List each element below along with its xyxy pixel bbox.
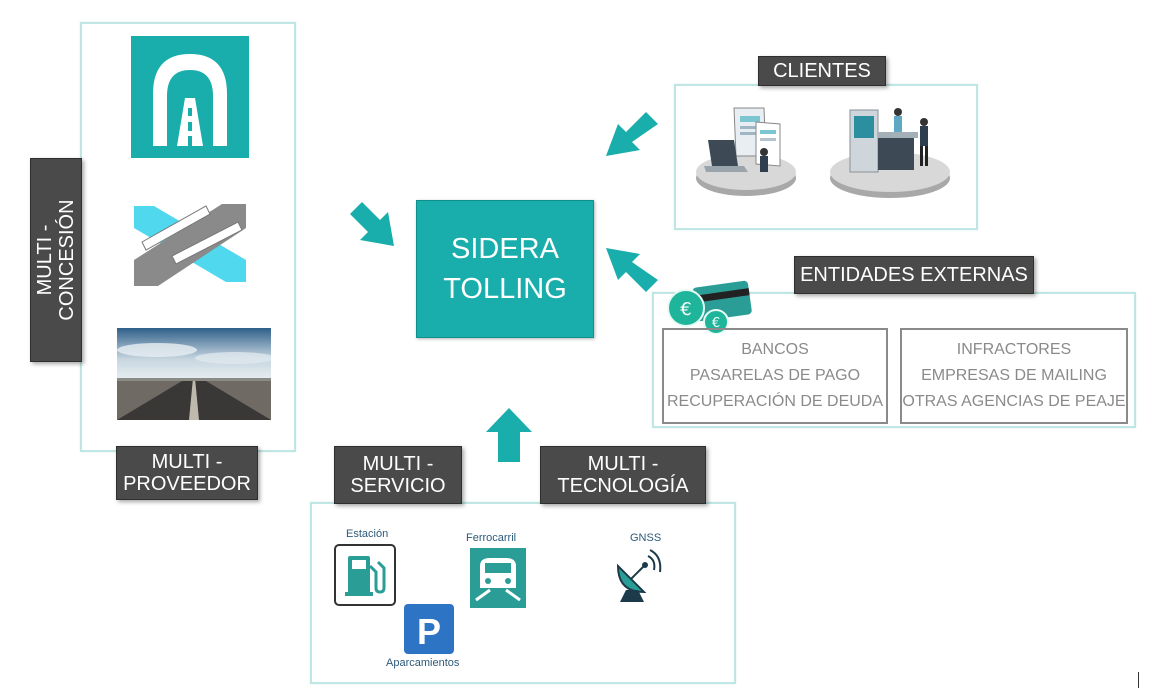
fuel-station-icon bbox=[334, 544, 396, 606]
satellite-dish-icon bbox=[616, 549, 662, 602]
concesion-line1: MULTI - bbox=[34, 224, 56, 296]
road-image bbox=[117, 328, 271, 420]
payment-card-icon: € € bbox=[667, 280, 752, 334]
tecnologia-line2: TECNOLOGÍA bbox=[557, 475, 689, 497]
text-cursor bbox=[1138, 672, 1139, 688]
clientes-label: CLIENTES bbox=[758, 56, 886, 86]
parking-letter: P bbox=[417, 611, 441, 652]
estacion-label: Estación bbox=[346, 528, 389, 540]
concesion-line2: CONCESIÓN bbox=[56, 199, 78, 321]
gnss-label: GNSS bbox=[630, 532, 662, 544]
multi-concesion-label: MULTI - CONCESIÓN bbox=[30, 158, 82, 362]
arrow-from-clientes-icon bbox=[606, 112, 658, 156]
overpass-icon bbox=[134, 204, 246, 286]
arrow-from-entidades-icon bbox=[606, 248, 658, 292]
entidad-item: RECUPERACIÓN DE DEUDA bbox=[666, 393, 884, 410]
entidades-left-box: BANCOS PASARELAS DE PAGO RECUPERACIÓN DE… bbox=[662, 328, 888, 424]
entidades-right-box: INFRACTORES EMPRESAS DE MAILING OTRAS AG… bbox=[900, 328, 1128, 424]
aparcamientos-label: Aparcamientos bbox=[386, 657, 460, 669]
multi-servicio-label: MULTI - SERVICIO bbox=[334, 446, 462, 504]
tunnel-icon bbox=[131, 36, 249, 158]
entidad-item: BANCOS bbox=[741, 341, 809, 358]
entidad-item: INFRACTORES bbox=[956, 341, 1072, 358]
counter-client-icon bbox=[830, 108, 950, 198]
arrow-from-servicios-icon bbox=[486, 408, 532, 462]
sidera-line2: TOLLING bbox=[443, 273, 567, 305]
train-icon bbox=[470, 548, 526, 608]
svg-text:€: € bbox=[680, 299, 691, 320]
entidad-item: PASARELAS DE PAGO bbox=[689, 367, 861, 384]
online-client-icon bbox=[696, 107, 796, 196]
svg-text:€: € bbox=[712, 316, 720, 331]
entidades-label: ENTIDADES EXTERNAS bbox=[794, 256, 1034, 294]
proveedor-line1: MULTI - bbox=[151, 451, 223, 473]
ferrocarril-label: Ferrocarril bbox=[466, 532, 517, 544]
tecnologia-line1: MULTI - bbox=[587, 453, 659, 475]
servicio-line2: SERVICIO bbox=[350, 475, 446, 497]
entidad-item: EMPRESAS DE MAILING bbox=[921, 367, 1107, 384]
parking-icon: P bbox=[404, 604, 454, 654]
entidad-item: OTRAS AGENCIAS DE PEAJE bbox=[902, 393, 1126, 410]
sidera-tolling-box: SIDERA TOLLING bbox=[416, 200, 594, 338]
arrow-from-concesion-icon bbox=[350, 202, 394, 246]
sidera-line1: SIDERA bbox=[451, 233, 559, 265]
servicio-line1: MULTI - bbox=[362, 453, 434, 475]
proveedor-line2: PROVEEDOR bbox=[123, 473, 251, 495]
multi-tecnologia-label: MULTI - TECNOLOGÍA bbox=[540, 446, 706, 504]
multi-proveedor-label: MULTI - PROVEEDOR bbox=[116, 446, 258, 500]
